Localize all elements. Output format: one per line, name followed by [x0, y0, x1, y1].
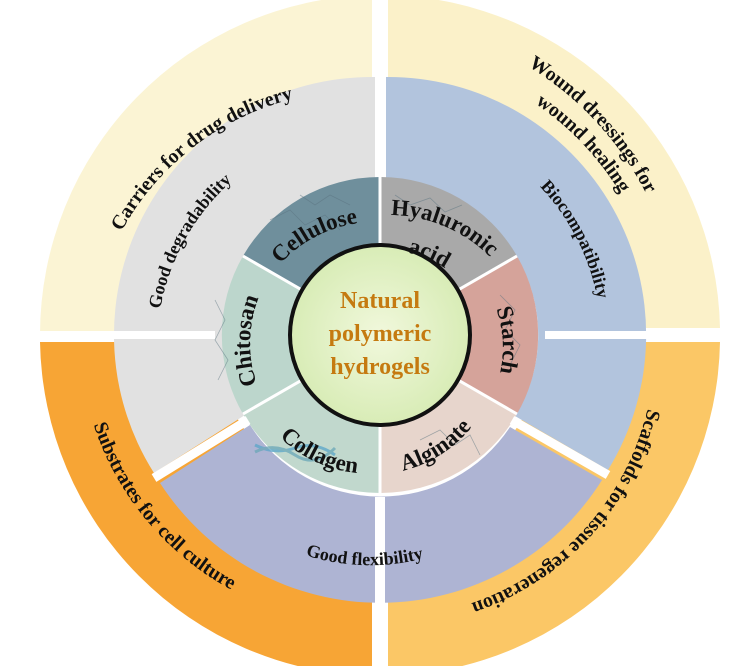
ring-dividers	[30, 0, 729, 666]
middle-segment-degradability	[113, 76, 375, 474]
molecule-sketches	[214, 194, 521, 456]
middle-segment-biocompatibility	[386, 76, 647, 470]
center-circle	[288, 243, 472, 427]
center-title-line2: polymeric	[329, 321, 432, 347]
center-title-line1: Natural	[340, 288, 420, 314]
collagen-helix	[254, 443, 337, 462]
center-title-line3: hydrogels	[330, 354, 430, 380]
